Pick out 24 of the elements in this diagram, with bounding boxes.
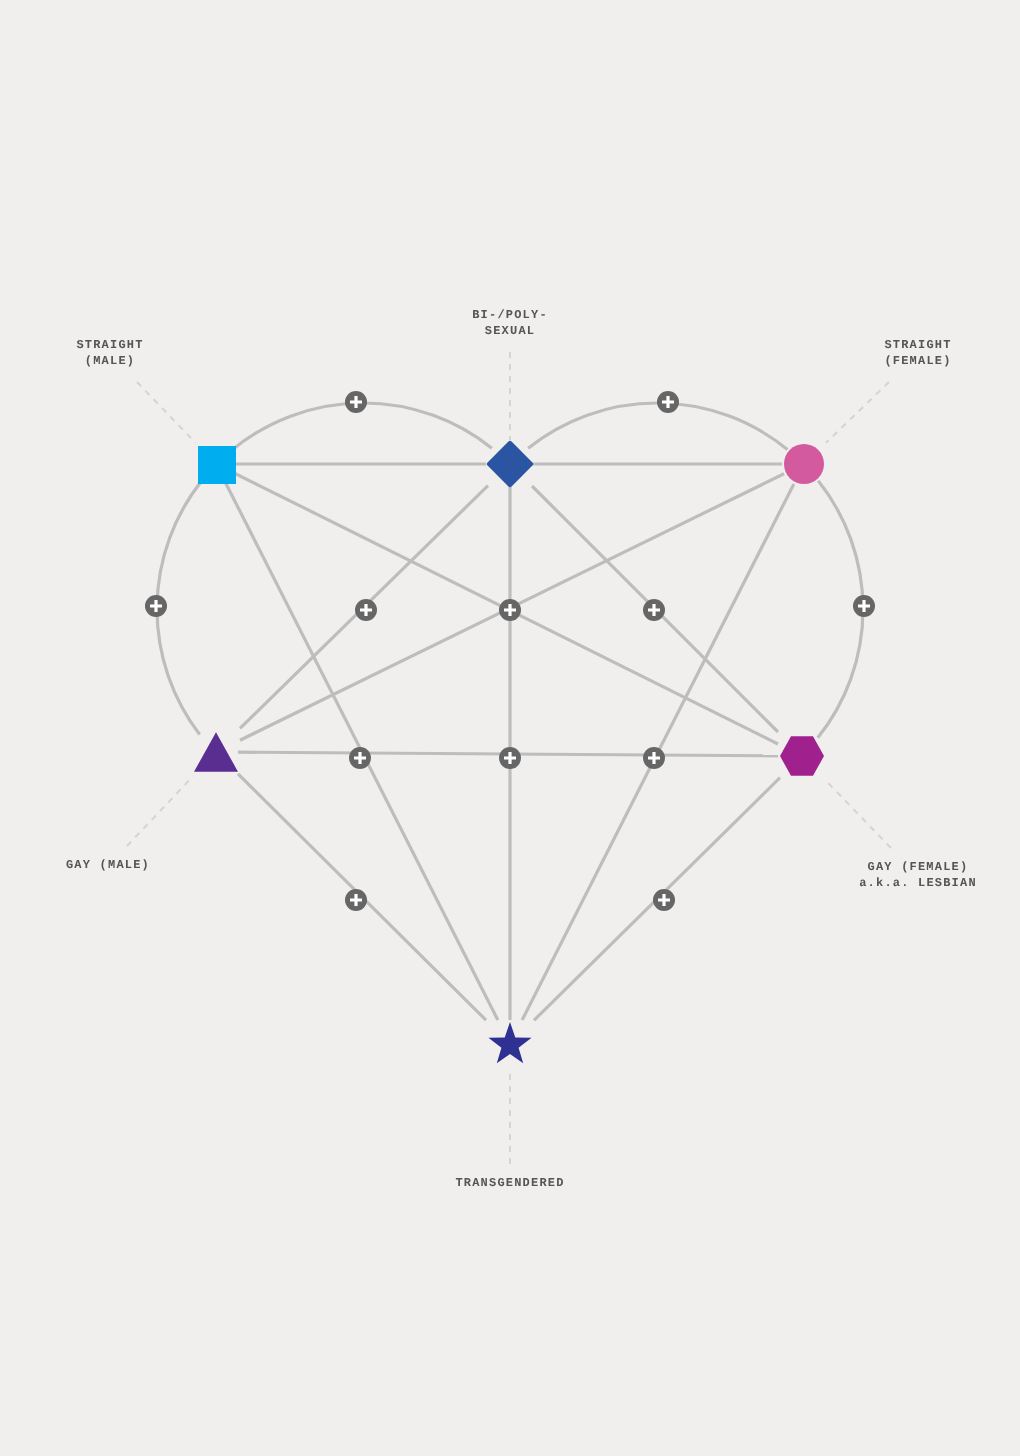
curved-connector <box>527 401 789 451</box>
curved-connector <box>816 479 865 739</box>
square-marker <box>197 445 235 483</box>
connector-line <box>532 776 782 1022</box>
connector-line <box>238 484 490 730</box>
hexagon-marker <box>780 734 824 778</box>
curved-connector <box>230 401 493 452</box>
connector-line <box>508 486 512 1020</box>
curved-connector <box>155 479 204 736</box>
star-marker <box>488 1022 532 1066</box>
connector-line <box>224 482 500 1021</box>
leader-line <box>825 381 890 444</box>
diamond-marker <box>488 442 532 486</box>
leader-line <box>136 381 197 444</box>
connector-line <box>530 484 780 734</box>
leader-line <box>125 775 195 847</box>
connector-line <box>238 750 778 758</box>
connector-line <box>235 462 486 466</box>
connector-line <box>520 483 796 1021</box>
circle-marker <box>784 444 824 484</box>
leader-line <box>824 779 892 849</box>
connector-line <box>532 462 782 466</box>
connector-line <box>236 772 488 1022</box>
triangle-marker <box>194 730 238 774</box>
